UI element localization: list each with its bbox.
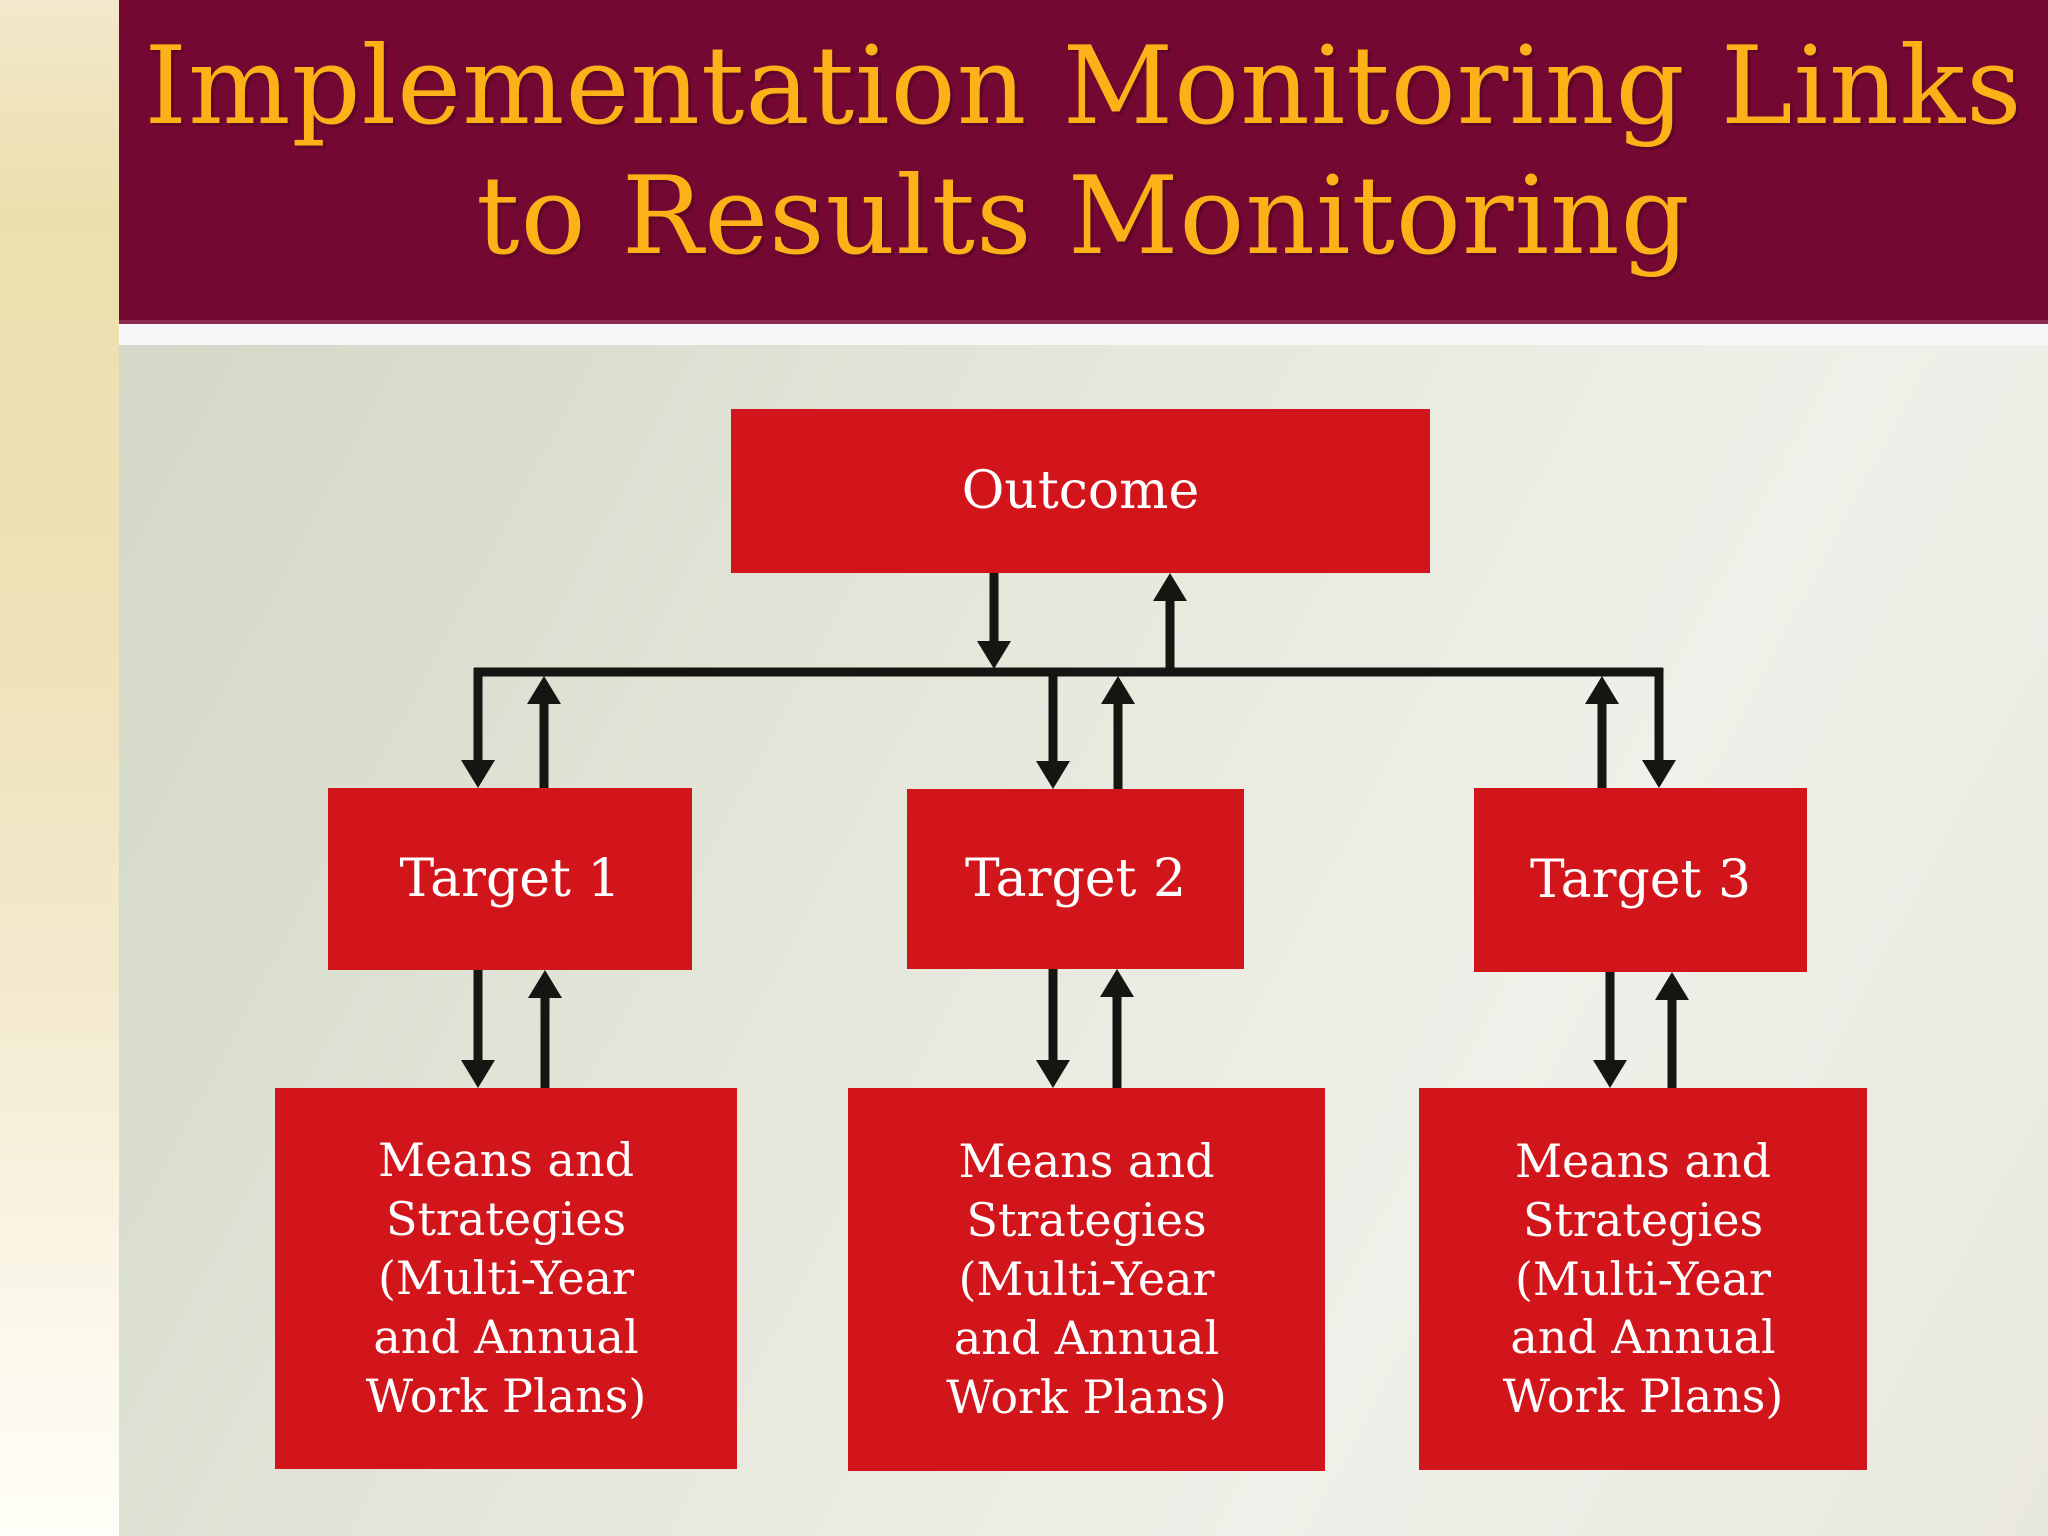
node-target-1-label: Target 1 xyxy=(399,849,621,909)
arrow-pair-target2-means2 xyxy=(1036,969,1134,1088)
node-means-1: Means and Strategies (Multi-Year and Ann… xyxy=(275,1088,737,1469)
means-2-line-5: Work Plans) xyxy=(946,1369,1227,1424)
arrow-pair-outcome-bus xyxy=(977,573,1187,676)
node-means-3-label: Means and Strategies (Multi-Year and Ann… xyxy=(1503,1132,1784,1426)
means-3-line-4: and Annual xyxy=(1510,1310,1776,1365)
node-outcome-label: Outcome xyxy=(961,461,1200,521)
arrow-means3-up-head xyxy=(1655,972,1689,1000)
arrow-target1-down-head xyxy=(461,760,495,788)
node-means-2-label: Means and Strategies (Multi-Year and Ann… xyxy=(946,1132,1227,1426)
arrow-target2-down-head xyxy=(1036,761,1070,789)
arrow-means2-down-head xyxy=(1036,1060,1070,1088)
arrow-pair-target3-bus xyxy=(1585,668,1676,788)
means-3-line-1: Means and xyxy=(1514,1133,1772,1188)
left-accent-strip xyxy=(0,0,119,1536)
means-3-line-5: Work Plans) xyxy=(1502,1369,1784,1424)
title-line-2: to Results Monitoring xyxy=(476,153,1691,279)
means-1-line-3: (Multi-Year xyxy=(377,1251,635,1306)
slide-title: Implementation Monitoring Links to Resul… xyxy=(144,22,2022,281)
arrow-pair-target3-means3 xyxy=(1593,972,1689,1088)
means-1-line-4: and Annual xyxy=(373,1309,639,1364)
arrow-target1-up-head xyxy=(527,676,561,704)
arrow-pair-target1-bus xyxy=(461,668,561,788)
arrow-pair-target1-means1 xyxy=(461,970,562,1088)
title-band: Implementation Monitoring Links to Resul… xyxy=(119,0,2048,324)
node-target-3-label: Target 3 xyxy=(1529,850,1752,910)
means-3-line-2: Strategies xyxy=(1522,1192,1764,1247)
node-outcome: Outcome xyxy=(731,409,1430,573)
means-2-line-4: and Annual xyxy=(953,1310,1220,1365)
means-1-line-1: Means and xyxy=(377,1133,635,1188)
node-means-3: Means and Strategies (Multi-Year and Ann… xyxy=(1419,1088,1867,1470)
means-2-line-2: Strategies xyxy=(966,1193,1207,1248)
means-3-line-3: (Multi-Year xyxy=(1514,1251,1772,1306)
title-line-1: Implementation Monitoring Links xyxy=(144,24,2023,149)
arrow-outcome-down-head xyxy=(977,641,1011,669)
node-means-1-label: Means and Strategies (Multi-Year and Ann… xyxy=(366,1131,647,1425)
means-1-line-5: Work Plans) xyxy=(365,1368,647,1423)
arrow-means3-down-head xyxy=(1593,1060,1627,1088)
arrow-pair-target2-bus xyxy=(1036,676,1135,789)
node-target-1: Target 1 xyxy=(328,788,692,970)
means-1-line-2: Strategies xyxy=(385,1192,627,1247)
arrow-means2-up-head xyxy=(1100,969,1134,997)
node-target-3: Target 3 xyxy=(1474,788,1807,972)
arrow-target3-down-head xyxy=(1642,760,1676,788)
arrow-target2-up-head xyxy=(1101,676,1135,704)
means-2-line-3: (Multi-Year xyxy=(958,1252,1215,1307)
node-target-2-label: Target 2 xyxy=(964,849,1187,909)
arrow-outcome-up-head xyxy=(1153,573,1187,601)
means-2-line-1: Means and xyxy=(958,1134,1215,1189)
node-target-2: Target 2 xyxy=(907,789,1244,969)
arrow-means1-down-head xyxy=(461,1060,495,1088)
arrow-means1-up-head xyxy=(528,970,562,998)
band-divider-strip xyxy=(119,324,2048,345)
node-means-2: Means and Strategies (Multi-Year and Ann… xyxy=(848,1088,1325,1471)
arrow-target3-up-head xyxy=(1585,676,1619,704)
